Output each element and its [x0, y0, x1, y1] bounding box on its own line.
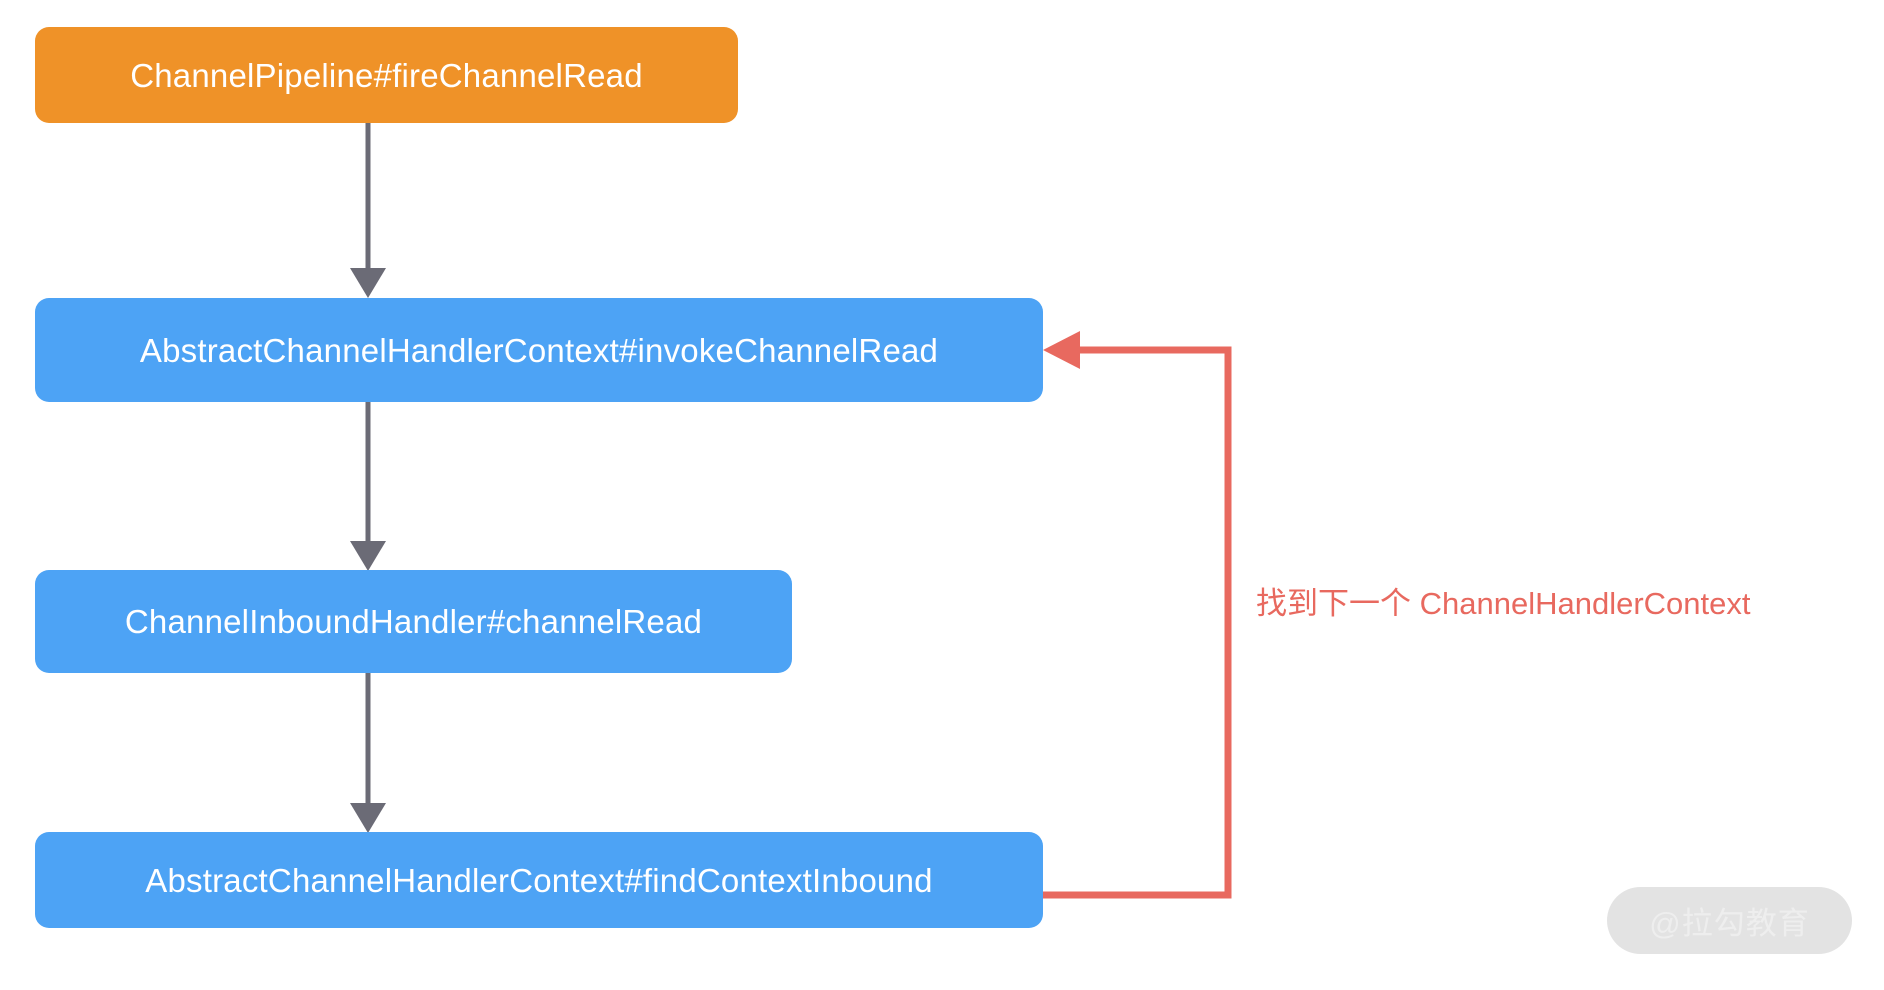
node-label: AbstractChannelHandlerContext#invokeChan…: [139, 331, 939, 369]
node-channel-pipeline-fire-channel-read[interactable]: ChannelPipeline#fireChannelRead: [35, 27, 738, 123]
watermark-badge: @拉勾教育: [1607, 887, 1852, 954]
loop-back-edge-label: 找到下一个 ChannelHandlerContext: [1256, 586, 1751, 621]
node-channel-inbound-handler-channel-read[interactable]: ChannelInboundHandler#channelRead: [35, 570, 792, 673]
node-abstract-channel-handler-context-invoke-channel-read[interactable]: AbstractChannelHandlerContext#invokeChan…: [35, 298, 1043, 402]
connector-loop-back: [1043, 331, 1232, 899]
connector-channelread-to-findcontext: [350, 673, 386, 833]
node-label: ChannelInboundHandler#channelRead: [124, 603, 703, 640]
node-abstract-channel-handler-context-find-context-inbound[interactable]: AbstractChannelHandlerContext#findContex…: [35, 832, 1043, 928]
node-label: ChannelPipeline#fireChannelRead: [130, 56, 643, 94]
watermark-text: @拉勾教育: [1649, 906, 1810, 941]
connector-fire-to-invoke: [350, 123, 386, 298]
node-label: AbstractChannelHandlerContext#findContex…: [145, 861, 933, 899]
connector-invoke-to-channelread: [350, 402, 386, 571]
